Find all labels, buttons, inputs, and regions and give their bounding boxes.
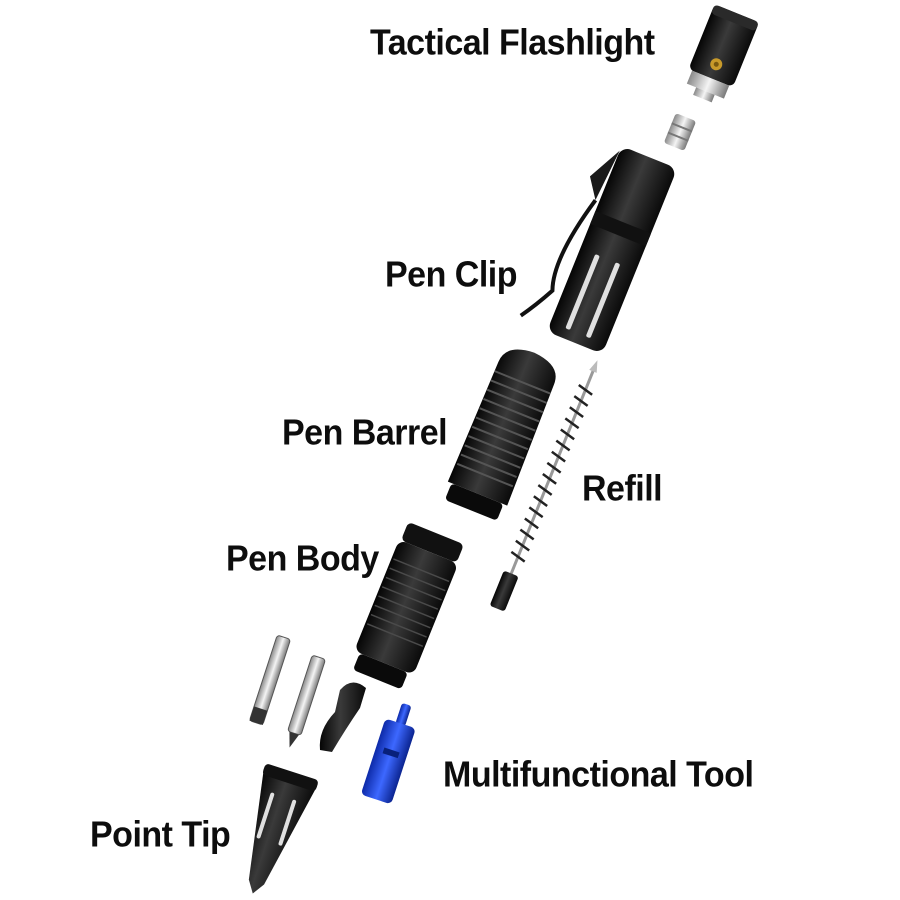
label-pen-barrel: Pen Barrel [282, 413, 448, 453]
tactical-flashlight-part [686, 5, 758, 103]
pen-clip-part [519, 149, 675, 351]
label-tactical-flashlight: Tactical Flashlight [370, 23, 655, 63]
screwdriver-bit-flat [249, 635, 291, 725]
pen-body-part [354, 523, 463, 689]
multifunctional-tool-part [362, 703, 415, 804]
label-point-tip: Point Tip [90, 815, 231, 855]
point-tip-part [248, 764, 318, 894]
hook-adapter-part [319, 682, 366, 752]
label-multifunctional-tool: Multifunctional Tool [443, 755, 754, 795]
label-refill: Refill [582, 469, 663, 509]
screwdriver-bit-phillips [287, 655, 326, 748]
label-pen-clip: Pen Clip [385, 255, 518, 295]
pen-barrel-part [446, 349, 556, 520]
flashlight-spring-part [664, 113, 696, 151]
refill-part [490, 360, 598, 611]
label-pen-body: Pen Body [226, 539, 379, 579]
